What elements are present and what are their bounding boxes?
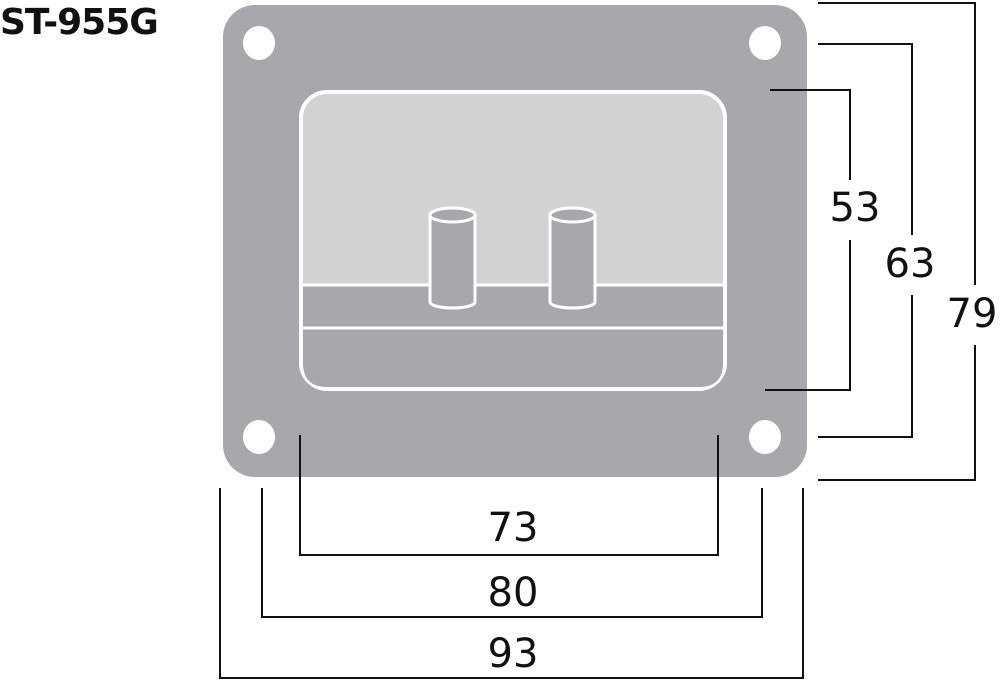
terminal-pin-left: [428, 206, 477, 310]
recess-floor: [303, 285, 723, 387]
mounting-hole: [749, 420, 781, 454]
mounting-hole: [243, 26, 275, 60]
terminal-pin-right: [548, 206, 597, 310]
dim-label-53: 53: [830, 185, 881, 231]
dim-label-93: 93: [488, 631, 539, 677]
mounting-hole: [243, 420, 275, 454]
dimension-lines: [219, 2, 976, 679]
dim-line-80: [261, 488, 763, 618]
mounting-hole: [749, 26, 781, 60]
model-title: ST-955G: [0, 2, 159, 43]
dim-label-79: 79: [947, 291, 998, 337]
dim-label-80: 80: [488, 570, 539, 616]
dim-line-79: [818, 2, 976, 481]
dim-line-63: [818, 43, 913, 438]
terminal-plate: [223, 5, 807, 477]
dim-label-63: 63: [885, 241, 936, 287]
dim-label-73: 73: [488, 505, 539, 551]
dim-line-73: [299, 435, 719, 556]
dim-line-93: [219, 488, 804, 679]
dim-line-53: [765, 89, 851, 391]
